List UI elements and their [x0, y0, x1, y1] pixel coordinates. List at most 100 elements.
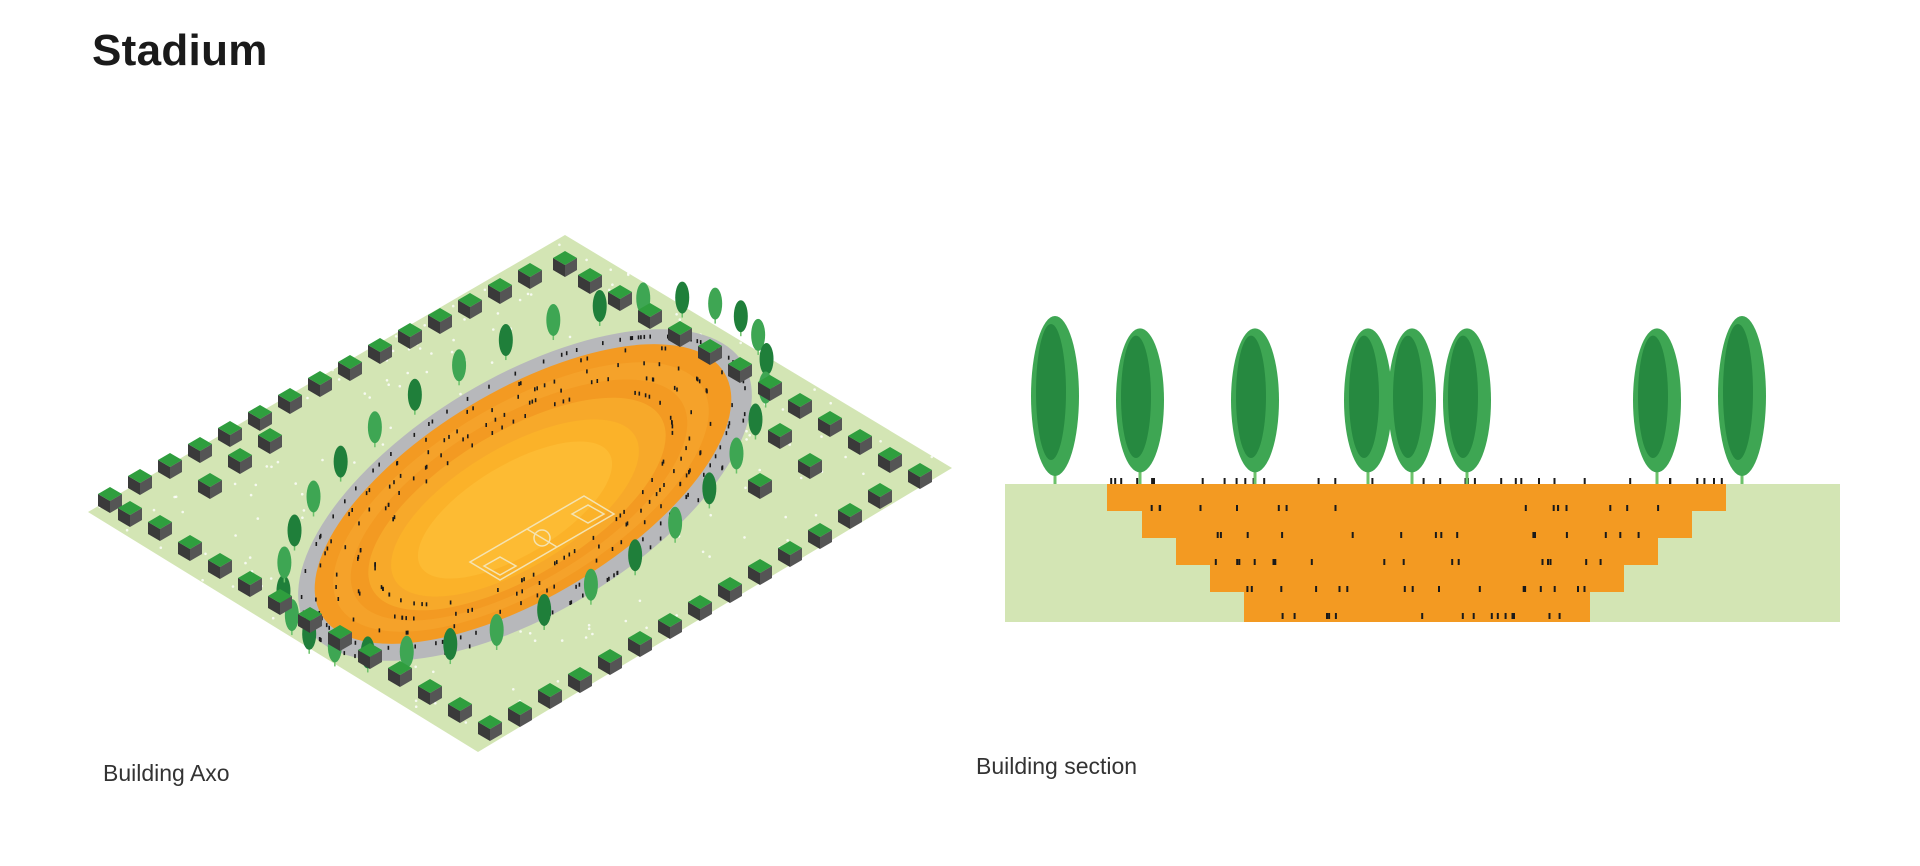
person-icon	[413, 432, 416, 437]
person-icon	[374, 562, 376, 567]
person-icon	[1440, 532, 1443, 538]
person-icon	[1457, 559, 1460, 565]
ground-dot	[452, 338, 455, 342]
building-icon	[488, 278, 512, 304]
person-icon	[501, 425, 503, 430]
person-icon	[1223, 478, 1226, 484]
ground-dot	[173, 495, 176, 499]
building-icon	[248, 405, 272, 431]
person-icon	[425, 464, 428, 469]
ground-dot	[638, 599, 642, 603]
person-icon	[1253, 559, 1256, 565]
person-icon	[680, 456, 682, 461]
person-icon	[1604, 532, 1607, 538]
person-icon	[1720, 478, 1723, 484]
building-icon	[508, 701, 532, 727]
person-icon	[435, 641, 437, 646]
person-icon	[1114, 478, 1117, 484]
axo-buildings	[98, 251, 932, 741]
building-icon	[118, 501, 142, 527]
person-icon	[727, 424, 730, 429]
person-icon	[546, 588, 548, 593]
person-icon	[1338, 586, 1341, 592]
ground-dot	[587, 627, 591, 630]
person-icon	[659, 521, 662, 526]
person-icon	[1334, 613, 1337, 619]
person-icon	[528, 400, 531, 405]
person-icon	[725, 431, 728, 436]
person-icon	[1522, 586, 1525, 592]
person-icon	[534, 398, 537, 403]
person-icon	[623, 509, 625, 514]
ground-dot	[814, 513, 818, 517]
person-icon	[1235, 478, 1238, 484]
person-icon	[326, 546, 329, 551]
ground-dot	[587, 623, 591, 627]
person-icon	[673, 469, 675, 474]
person-icon	[382, 587, 384, 591]
person-icon	[1281, 532, 1284, 538]
tree-icon	[1443, 328, 1491, 484]
person-icon	[315, 597, 317, 602]
building-icon	[628, 631, 652, 657]
ground-dot	[739, 341, 742, 345]
person-icon	[595, 558, 598, 563]
person-icon	[352, 617, 355, 622]
person-icon	[421, 602, 423, 607]
person-icon	[534, 387, 536, 392]
person-icon	[378, 628, 381, 633]
person-icon	[328, 625, 330, 630]
person-icon	[607, 377, 609, 382]
ground-dot	[231, 585, 235, 588]
person-icon	[427, 450, 430, 455]
person-icon	[1277, 505, 1280, 511]
person-icon	[1500, 478, 1503, 484]
person-icon	[696, 377, 699, 382]
ground-dot	[423, 324, 427, 327]
person-icon	[553, 584, 555, 589]
person-icon	[1421, 613, 1424, 619]
section-people	[1110, 478, 1723, 619]
ground-dot	[254, 483, 258, 487]
person-icon	[1565, 532, 1568, 538]
person-icon	[335, 585, 337, 589]
person-icon	[659, 536, 662, 541]
ground-dot	[645, 626, 648, 630]
person-icon	[1402, 559, 1405, 565]
person-icon	[1411, 586, 1414, 592]
ground-dot	[256, 517, 260, 520]
tree-icon	[729, 437, 744, 474]
ground-dot	[125, 528, 129, 532]
person-icon	[1281, 613, 1284, 619]
tree-icon	[287, 514, 302, 551]
person-icon	[671, 430, 674, 435]
building-icon	[208, 553, 232, 579]
person-icon	[677, 366, 680, 371]
person-icon	[659, 400, 661, 405]
building-icon	[553, 251, 577, 277]
person-icon	[617, 363, 619, 368]
ground-dot	[204, 552, 207, 556]
person-icon	[643, 520, 646, 525]
person-icon	[553, 379, 556, 384]
person-icon	[1490, 613, 1493, 619]
tree-icon	[407, 378, 422, 415]
person-icon	[440, 453, 442, 458]
person-icon	[330, 539, 332, 544]
person-icon	[1557, 505, 1560, 511]
person-icon	[497, 588, 499, 592]
person-icon	[1272, 559, 1275, 565]
person-icon	[721, 370, 723, 375]
person-icon	[1334, 505, 1337, 511]
person-icon	[699, 340, 702, 345]
person-icon	[703, 472, 705, 477]
person-icon	[456, 429, 458, 434]
person-icon	[1609, 505, 1612, 511]
building-icon	[178, 535, 202, 561]
person-icon	[629, 336, 632, 341]
person-icon	[390, 452, 392, 456]
person-icon	[388, 484, 391, 489]
person-icon	[1583, 478, 1586, 484]
ground-dot	[233, 482, 237, 486]
person-icon	[685, 494, 688, 499]
